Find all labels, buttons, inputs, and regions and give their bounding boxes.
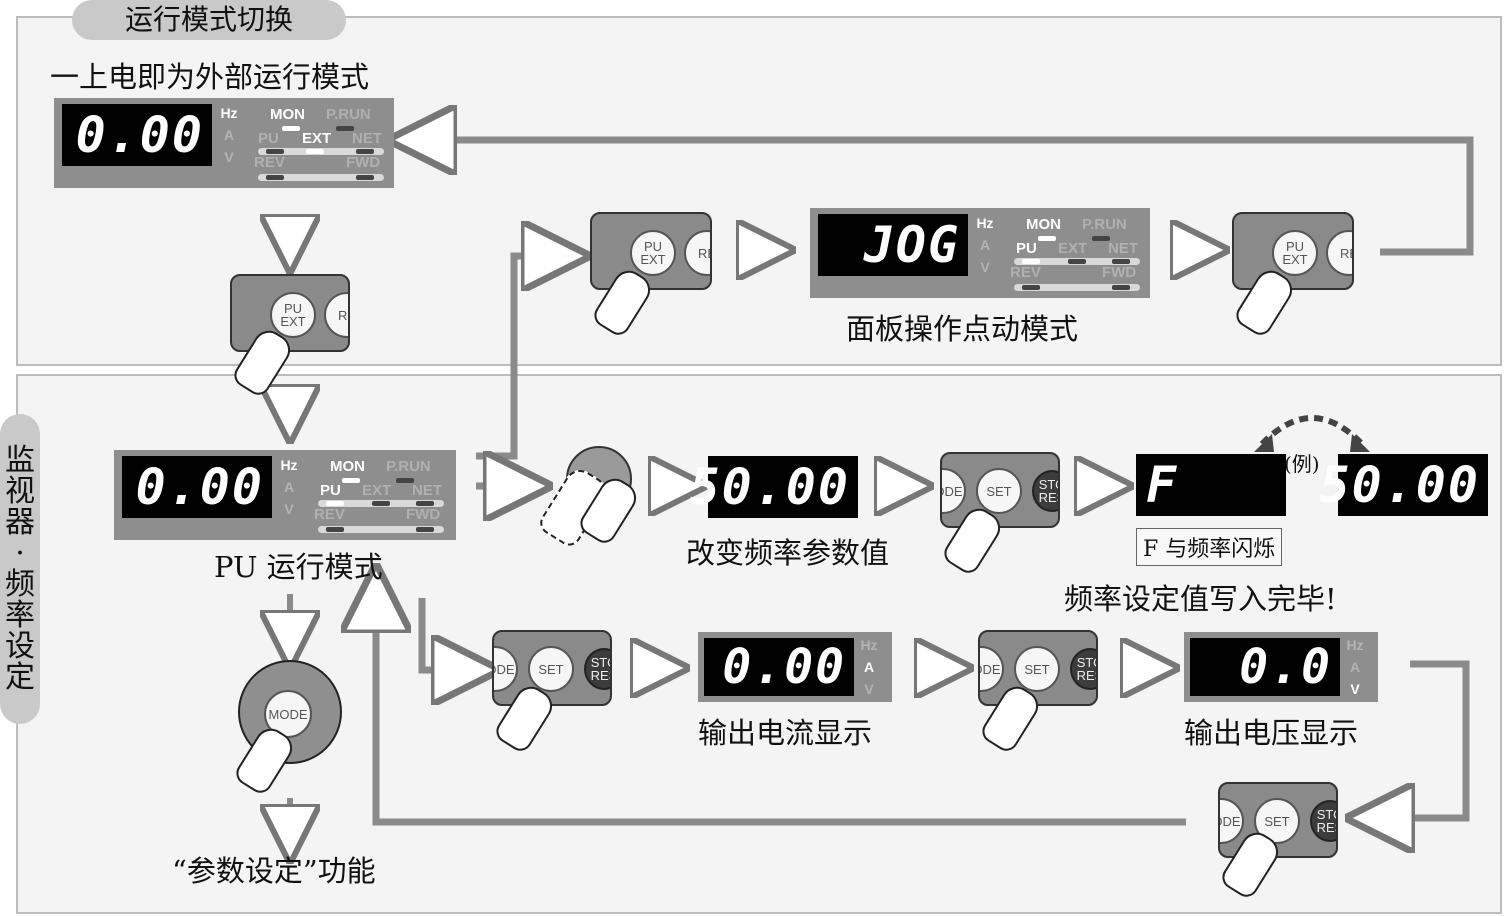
rev-key[interactable]: RE [1326, 230, 1352, 276]
mode-switch-title: 运行模式切换 [72, 0, 346, 40]
flash-swap-arrow [1259, 415, 1365, 447]
mode-key[interactable]: MODE [494, 646, 518, 692]
rev-key[interactable]: RE [324, 292, 348, 338]
current-readout: 0.00 [704, 638, 854, 696]
pu-indicator: PU [1016, 240, 1037, 257]
net-indicator: NET [412, 482, 442, 499]
rev-indicator: REV [254, 154, 285, 171]
stop-reset-key[interactable]: STORES [1310, 800, 1336, 842]
pu-mode-label: PU 运行模式 [214, 550, 383, 584]
set-key[interactable]: SET [528, 646, 574, 692]
pu-indicator: PU [258, 130, 279, 147]
jog-mode-label: 面板操作点动模式 [846, 312, 1079, 346]
frequency-flash-readout: 50.00 [1319, 454, 1488, 516]
mon-indicator: MON [330, 458, 365, 475]
set-keypad: MODE SET STORES [940, 452, 1060, 528]
rev-key[interactable]: RE [684, 230, 710, 276]
side-char: 监 [5, 443, 35, 478]
frequency-set-readout: 50.00 [689, 456, 858, 518]
pu-indicator: PU [320, 482, 341, 499]
prun-indicator: P.RUN [386, 458, 431, 475]
net-indicator: NET [1108, 240, 1138, 257]
lcd-readout: JOG [818, 214, 968, 276]
prun-indicator: P.RUN [1082, 216, 1127, 233]
lcd-readout: 0.00 [62, 104, 212, 166]
output-voltage-label: 输出电压显示 [1184, 716, 1359, 750]
voltage-readout: 0.0 [1190, 638, 1340, 696]
fwd-indicator: FWD [406, 506, 441, 523]
fwd-indicator: FWD [1102, 264, 1137, 281]
stop-reset-key[interactable]: STORES [584, 648, 610, 690]
prun-indicator: P.RUN [326, 106, 371, 123]
f-flash-readout: F [1136, 454, 1286, 516]
ext-indicator: EXT [1058, 240, 1088, 257]
stop-reset-key[interactable]: STORES [1070, 648, 1096, 690]
fwd-indicator: FWD [346, 154, 381, 171]
mode-key[interactable]: MODE [1220, 798, 1244, 844]
mode-key[interactable]: MODE [942, 468, 966, 514]
power-on-label: 一上电即为外部运行模式 [50, 60, 370, 94]
voltage-down-arrow [1380, 660, 1470, 818]
side-char: · [15, 536, 25, 571]
frequency-written-label: 频率设定值写入完毕! [1064, 582, 1337, 616]
to-current-arrow [418, 598, 466, 670]
set-keypad: MODE SET STORES [1218, 782, 1338, 858]
to-jog-arrow [476, 256, 556, 460]
set-key[interactable]: SET [1014, 646, 1060, 692]
return-to-ext-arrow [422, 140, 1474, 256]
change-frequency-label: 改变频率参数值 [686, 536, 890, 570]
return-to-pu-arrow [376, 598, 1186, 826]
side-char: 频 [5, 567, 35, 602]
ext-indicator: EXT [302, 130, 332, 147]
parameter-setting-label: “参数设定”功能 [172, 854, 376, 888]
rev-indicator: REV [1010, 264, 1041, 281]
side-char: 视 [5, 474, 35, 509]
stop-reset-key[interactable]: STORES [1032, 470, 1058, 512]
ext-indicator: EXT [362, 482, 392, 499]
net-indicator: NET [352, 130, 382, 147]
flash-note: F 与频率闪烁 [1136, 528, 1283, 566]
set-keypad: MODE SET STORES [492, 630, 612, 706]
mon-indicator: MON [1026, 216, 1061, 233]
mon-indicator: MON [270, 106, 305, 123]
lcd-readout: 0.00 [122, 456, 272, 518]
mode-key[interactable]: MODE [980, 646, 1004, 692]
set-key[interactable]: SET [976, 468, 1022, 514]
side-char: 率 [5, 598, 35, 633]
side-char: 设 [5, 629, 35, 664]
output-current-label: 输出电流显示 [698, 716, 873, 750]
side-char: 器 [5, 505, 35, 540]
rev-indicator: REV [314, 506, 345, 523]
monitor-frequency-title: 监 视 器 · 频 率 设 定 [0, 414, 40, 724]
set-keypad: MODE SET STORES [978, 630, 1098, 706]
example-label: (例) [1284, 452, 1320, 476]
side-char: 定 [5, 660, 35, 695]
